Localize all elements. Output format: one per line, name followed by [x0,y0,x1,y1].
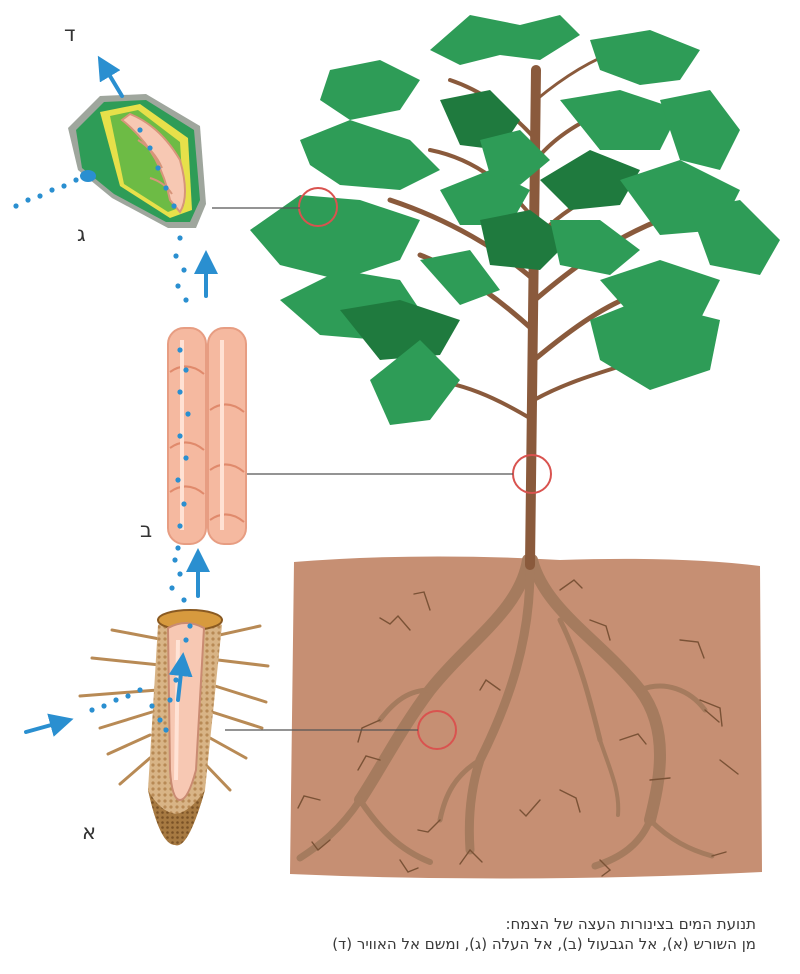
caption-line-2: מן השורש (א), אל הגבעול (ב), אל העלה (ג)… [332,935,756,953]
label-root: א [82,820,97,844]
callout-leaf [212,187,338,227]
soil-block [290,556,762,879]
figure-caption: תנועת המים בצינורות העצה של הצמח: מן השו… [156,914,756,954]
leaf [480,130,550,185]
caption-line-1: תנועת המים בצינורות העצה של הצמח: [505,915,756,933]
leaf [340,300,460,360]
leaf [560,90,680,150]
callout-root [225,710,457,750]
stem-closeup [167,327,247,545]
callout-stem [222,454,552,494]
root-closeup-hairs [78,624,270,792]
leaf [420,250,500,305]
leaf [660,90,740,170]
leaf [690,200,780,275]
leaf [480,210,570,270]
leaf [370,340,460,425]
root-hairs [297,579,739,877]
label-leaf: ג [77,222,86,246]
tree-foliage [250,15,780,425]
leaf [320,60,420,120]
root-system [296,554,715,870]
leaf [540,150,640,210]
leaf [250,195,420,280]
leaf [300,120,440,190]
leaf [550,220,640,275]
leaf [590,300,720,390]
leaf-closeup [68,94,206,228]
leaf [590,30,700,85]
flow-arrows [24,55,218,737]
arrow-up-in-root [168,652,193,702]
label-stem: ב [140,518,153,542]
arrow-into-root [24,713,74,737]
leaf [440,170,530,225]
root-closeup [78,609,270,846]
leaf [430,15,580,65]
arrow-out-to-air [97,55,124,98]
label-air: ד [64,22,76,46]
